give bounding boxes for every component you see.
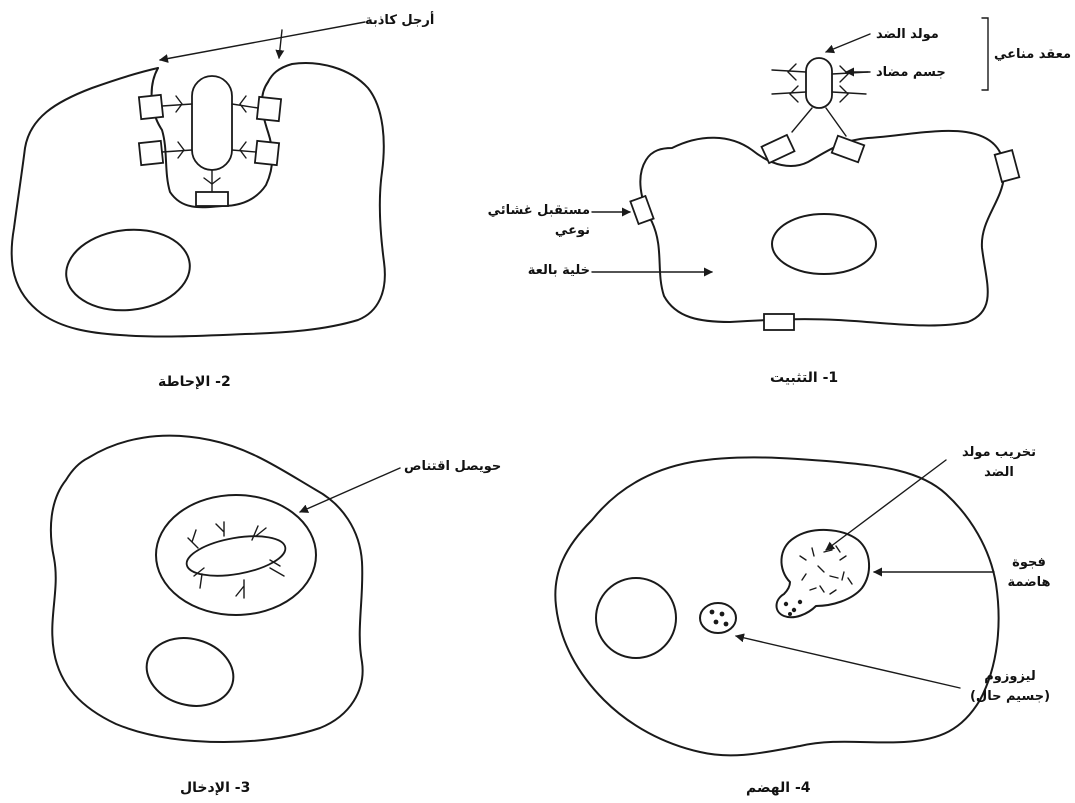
label-antigen: مولد الضد bbox=[876, 26, 939, 43]
stage2-arrows bbox=[160, 22, 365, 60]
label-pseudopods: أرجل كاذبة bbox=[365, 12, 434, 29]
stage4-vacuole-granules bbox=[784, 600, 802, 616]
label-destruction-line2: الضد bbox=[944, 464, 1054, 481]
stage4-lysosome-granules bbox=[710, 610, 729, 627]
stage3-ingestion bbox=[51, 436, 363, 742]
stage1-bacterium bbox=[806, 58, 832, 108]
label-antibody: جسم مضاد bbox=[876, 64, 946, 81]
label-lysosome-line2: (جسيم حال) bbox=[960, 688, 1060, 705]
stage1-receptors bbox=[630, 135, 1019, 330]
label-vacuole-line1: فجوة bbox=[994, 554, 1064, 571]
label-immune-complex: معقد مناعي bbox=[994, 46, 1071, 63]
caption-stage3: 3- الإدخال bbox=[180, 780, 250, 797]
stage2-bacterium bbox=[192, 76, 232, 170]
stage1-cell-membrane bbox=[640, 131, 1004, 326]
label-destruction-line1: تخريب مولد bbox=[944, 444, 1054, 461]
stage2-engulfing bbox=[12, 63, 385, 337]
caption-stage2: 2- الإحاطة bbox=[158, 374, 231, 391]
stage2-nucleus bbox=[62, 224, 194, 317]
label-vacuole-line2: هاضمة bbox=[994, 574, 1064, 591]
stage3-nucleus bbox=[139, 629, 241, 716]
stage4-fragments bbox=[800, 546, 852, 594]
caption-stage1: 1- التثبيت bbox=[770, 370, 838, 387]
label-lysosome-line1: ليزوزوم bbox=[960, 668, 1060, 685]
caption-stage4: 4- الهضم bbox=[746, 780, 811, 797]
stage4-arrows bbox=[736, 460, 994, 688]
label-receptor-line1: مستقبل غشائي bbox=[486, 202, 590, 219]
stage3-bacterium bbox=[184, 530, 289, 583]
label-receptor-line2: نوعي bbox=[486, 222, 590, 239]
stage1-nucleus bbox=[772, 214, 876, 274]
stage3-cell-membrane bbox=[51, 436, 363, 742]
stage4-nucleus bbox=[596, 578, 676, 658]
label-phagocyte: خلية بالعة bbox=[486, 262, 590, 279]
stage1-attachment bbox=[592, 18, 1019, 330]
stage4-digestion bbox=[555, 457, 998, 755]
label-vesicle: حويصل اقتناص bbox=[404, 458, 501, 475]
stage4-lysosome bbox=[700, 603, 736, 633]
stage4-digestive-vacuole bbox=[777, 530, 870, 617]
